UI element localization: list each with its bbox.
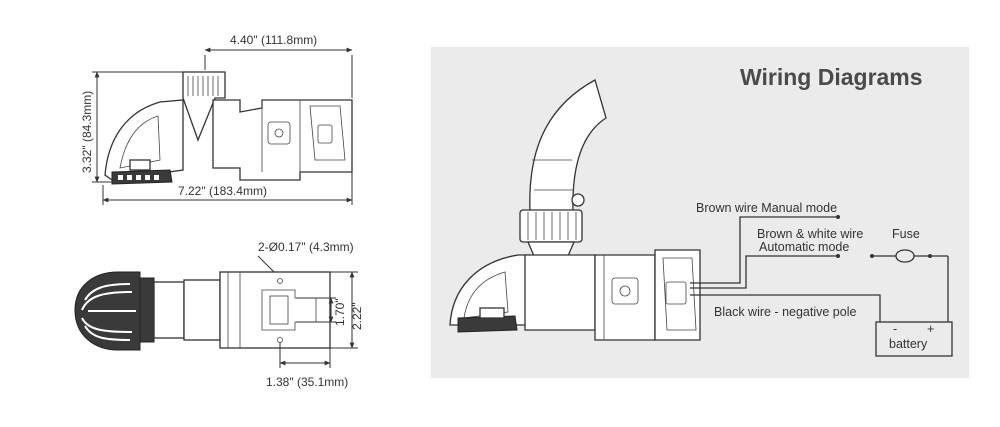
battery-minus-label: - <box>893 322 897 336</box>
bottom-view-drawing: 2-Ø0.17" (4.3mm) 1.70" 2.22" <box>74 240 364 389</box>
dim-length-top: 4.40" (111.8mm) <box>230 33 317 47</box>
side-view-drawing: 4.40" (111.8mm) 3.32" (84.3mm) 7.22" (18… <box>80 33 353 205</box>
battery-icon <box>875 321 953 357</box>
wiring-diagram-panel: Wiring Diagrams <box>431 47 969 378</box>
dim-hole-spec: 2-Ø0.17" (4.3mm) <box>258 240 354 254</box>
battery-label: battery <box>889 337 928 351</box>
dim-length-total: 7.22" (183.4mm) <box>178 184 267 198</box>
auto-wire-label-2: Automatic mode <box>759 240 849 254</box>
auto-wire-label-1: Brown & white wire <box>757 227 863 241</box>
negative-wire-label: Black wire - negative pole <box>714 305 856 319</box>
manual-wire-label: Brown wire Manual mode <box>696 201 837 215</box>
discharge-hose <box>529 79 607 213</box>
fuse-label: Fuse <box>892 227 920 241</box>
dim-height: 3.32" (84.3mm) <box>80 91 94 173</box>
wiring-title: Wiring Diagrams <box>740 64 923 90</box>
dim-hole-spacing: 1.70" <box>333 298 347 326</box>
dim-base-depth: 1.38" (35.1mm) <box>266 375 348 389</box>
dim-base-width: 2.22" <box>350 302 364 330</box>
battery-plus-label: + <box>927 322 934 336</box>
